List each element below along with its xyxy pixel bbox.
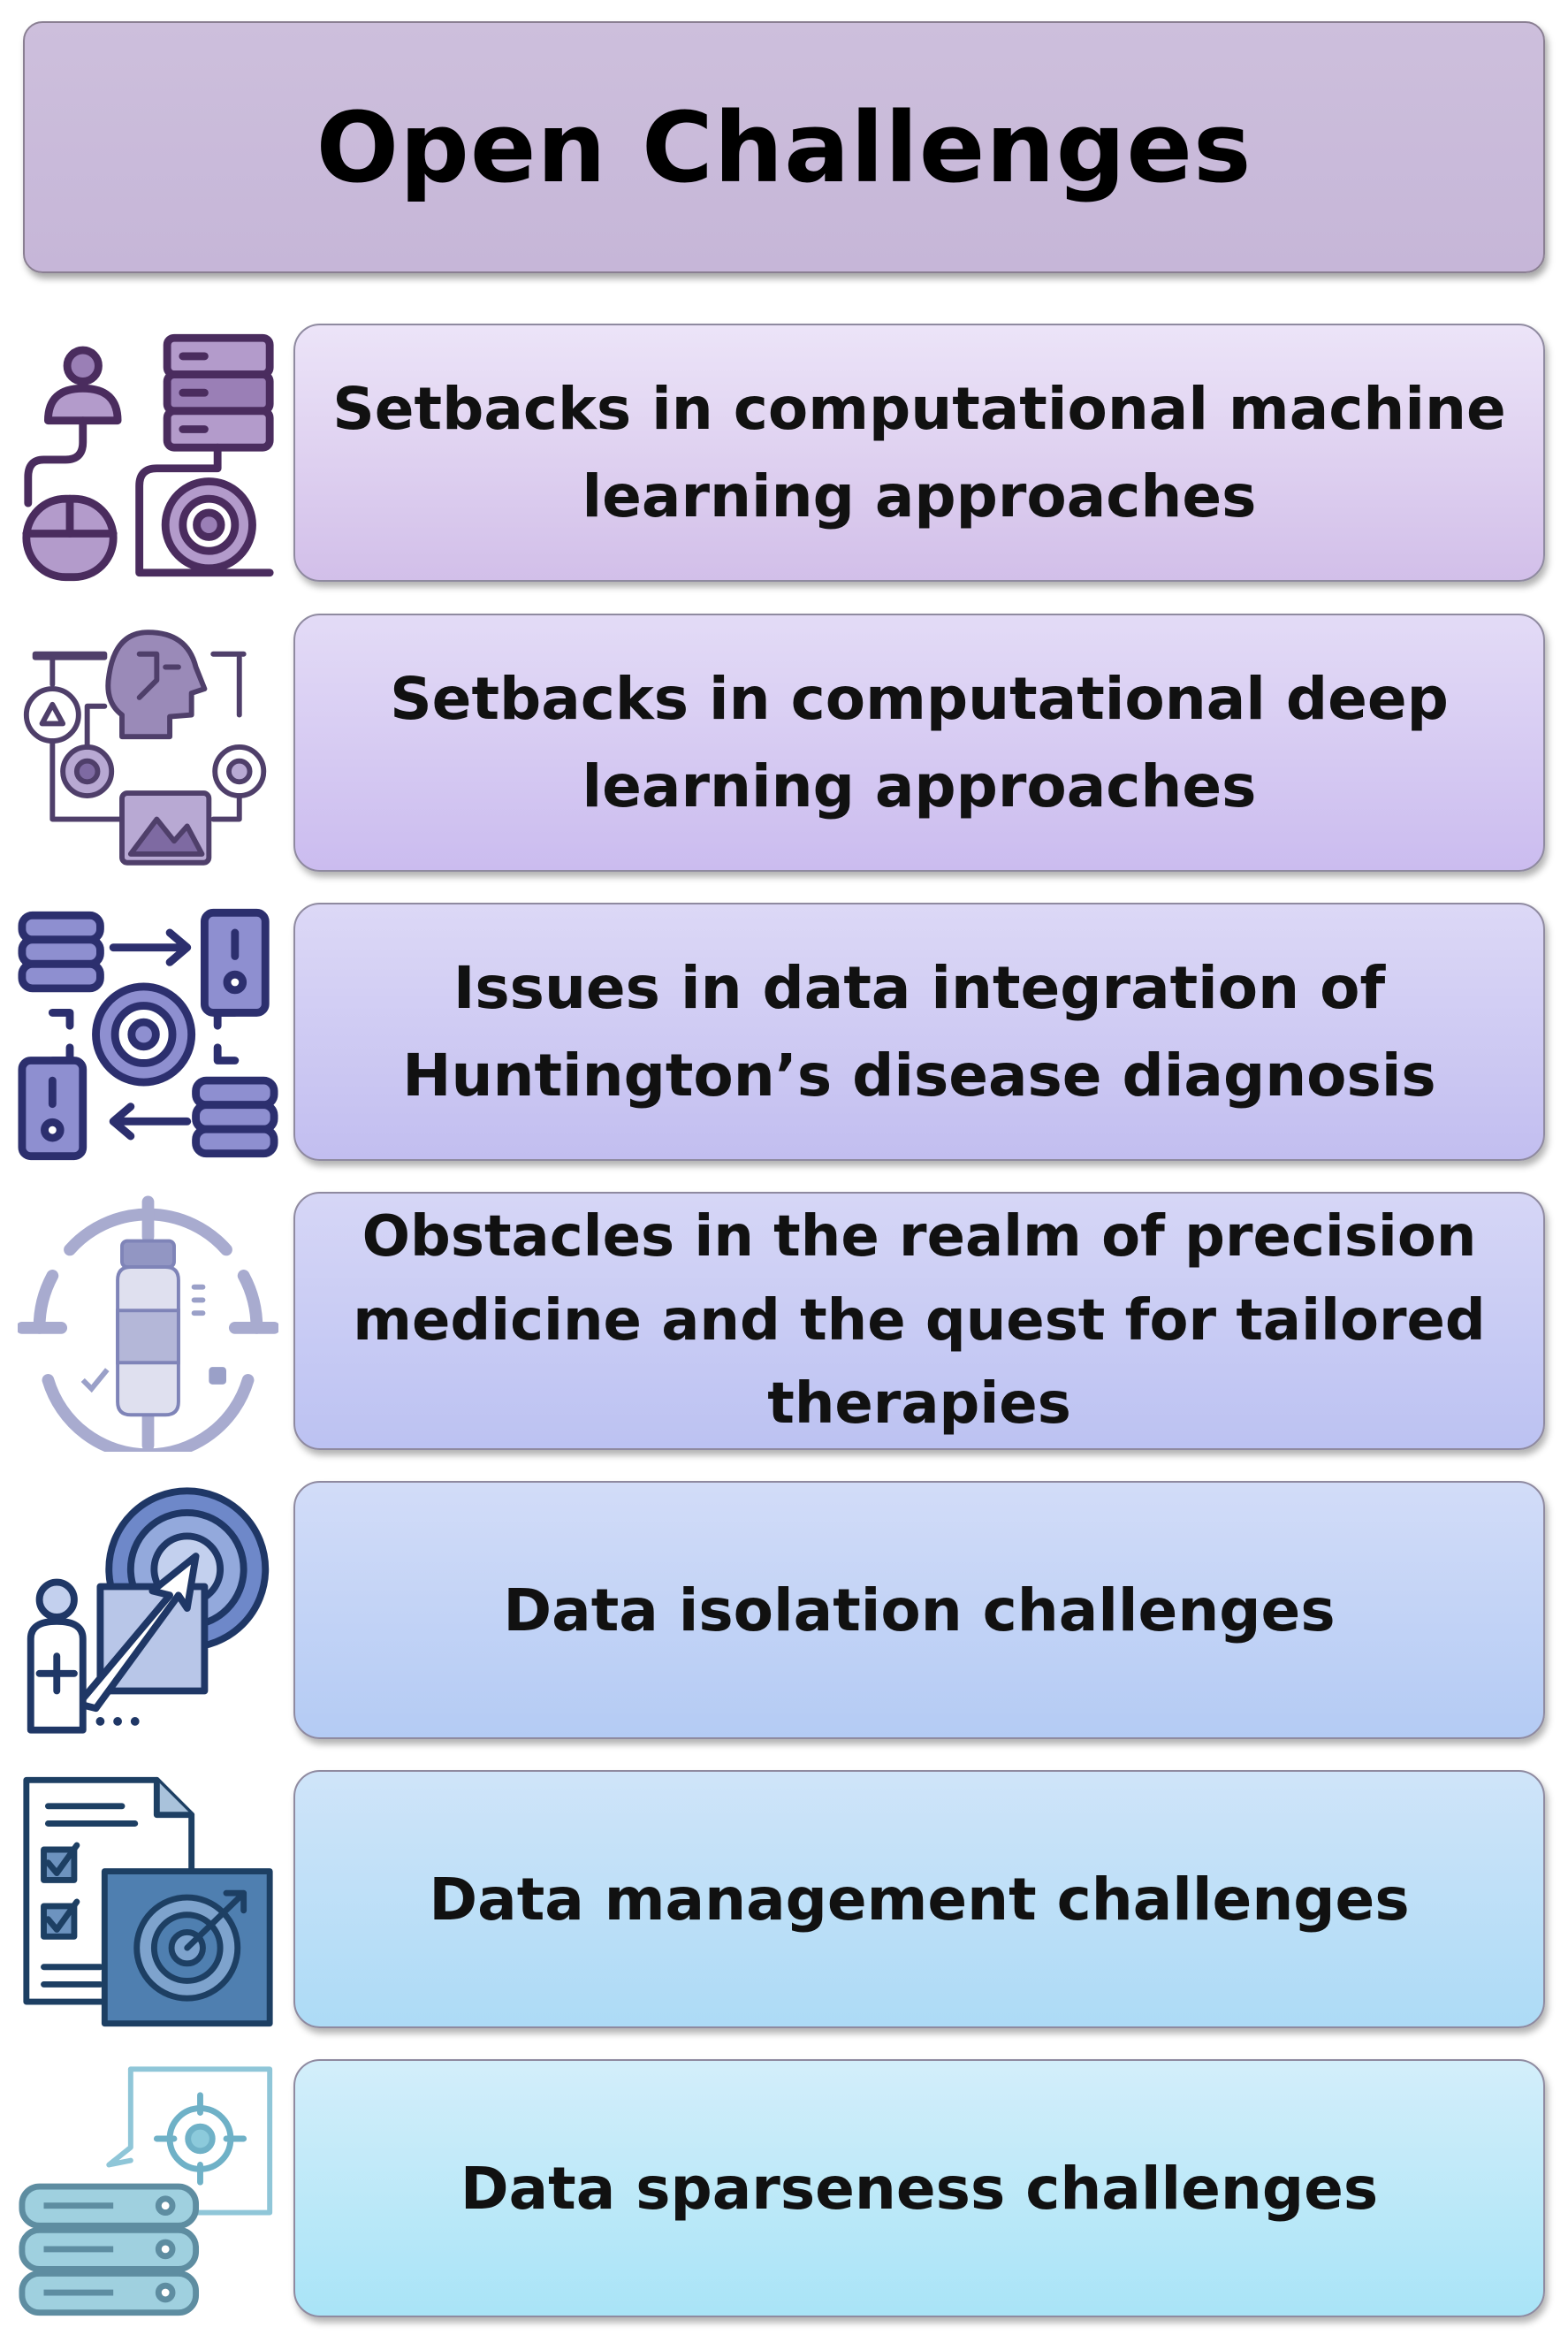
challenge-label: Setbacks in computational deep learning … bbox=[390, 665, 1449, 820]
challenge-row-6: Data management challenges bbox=[0, 1770, 1568, 2031]
challenge-box-2: Setbacks in computational deep learning … bbox=[293, 614, 1545, 872]
user-computer-server-gear-icon bbox=[18, 327, 278, 584]
challenge-box-4: Obstacles in the realm of precision medi… bbox=[293, 1192, 1545, 1450]
challenge-row-2: Setbacks in computational deep learning … bbox=[0, 614, 1568, 874]
data-integration-gear-icon bbox=[18, 906, 278, 1163]
server-crosshair-icon bbox=[18, 2063, 278, 2319]
challenge-box-1: Setbacks in computational machine learni… bbox=[293, 324, 1545, 582]
challenge-label: Obstacles in the realm of precision medi… bbox=[353, 1203, 1486, 1438]
challenge-box-3: Issues in data integration of Huntington… bbox=[293, 903, 1545, 1161]
checklist-target-icon bbox=[18, 1774, 278, 2030]
challenge-label: Data sparseness challenges bbox=[460, 2154, 1379, 2223]
doctor-target-arrow-icon bbox=[18, 1484, 278, 1741]
title-banner: Open Challenges bbox=[23, 21, 1545, 273]
challenge-label: Data isolation challenges bbox=[503, 1576, 1336, 1644]
page-title: Open Challenges bbox=[316, 90, 1252, 204]
challenge-row-1: Setbacks in computational machine learni… bbox=[0, 324, 1568, 584]
challenge-box-5: Data isolation challenges bbox=[293, 1481, 1545, 1739]
challenge-label: Issues in data integration of Huntington… bbox=[402, 954, 1436, 1110]
challenge-row-3: Issues in data integration of Huntington… bbox=[0, 903, 1568, 1164]
challenge-label: Data management challenges bbox=[429, 1865, 1410, 1934]
challenge-row-5: Data isolation challenges bbox=[0, 1481, 1568, 1742]
challenge-label: Setbacks in computational machine learni… bbox=[332, 375, 1506, 530]
ai-head-cycle-icon bbox=[18, 617, 278, 874]
challenge-row-4: Obstacles in the realm of precision medi… bbox=[0, 1192, 1568, 1453]
challenge-box-7: Data sparseness challenges bbox=[293, 2059, 1545, 2317]
medicine-vial-target-icon bbox=[18, 1195, 278, 1452]
challenge-box-6: Data management challenges bbox=[293, 1770, 1545, 2028]
challenge-row-7: Data sparseness challenges bbox=[0, 2059, 1568, 2320]
